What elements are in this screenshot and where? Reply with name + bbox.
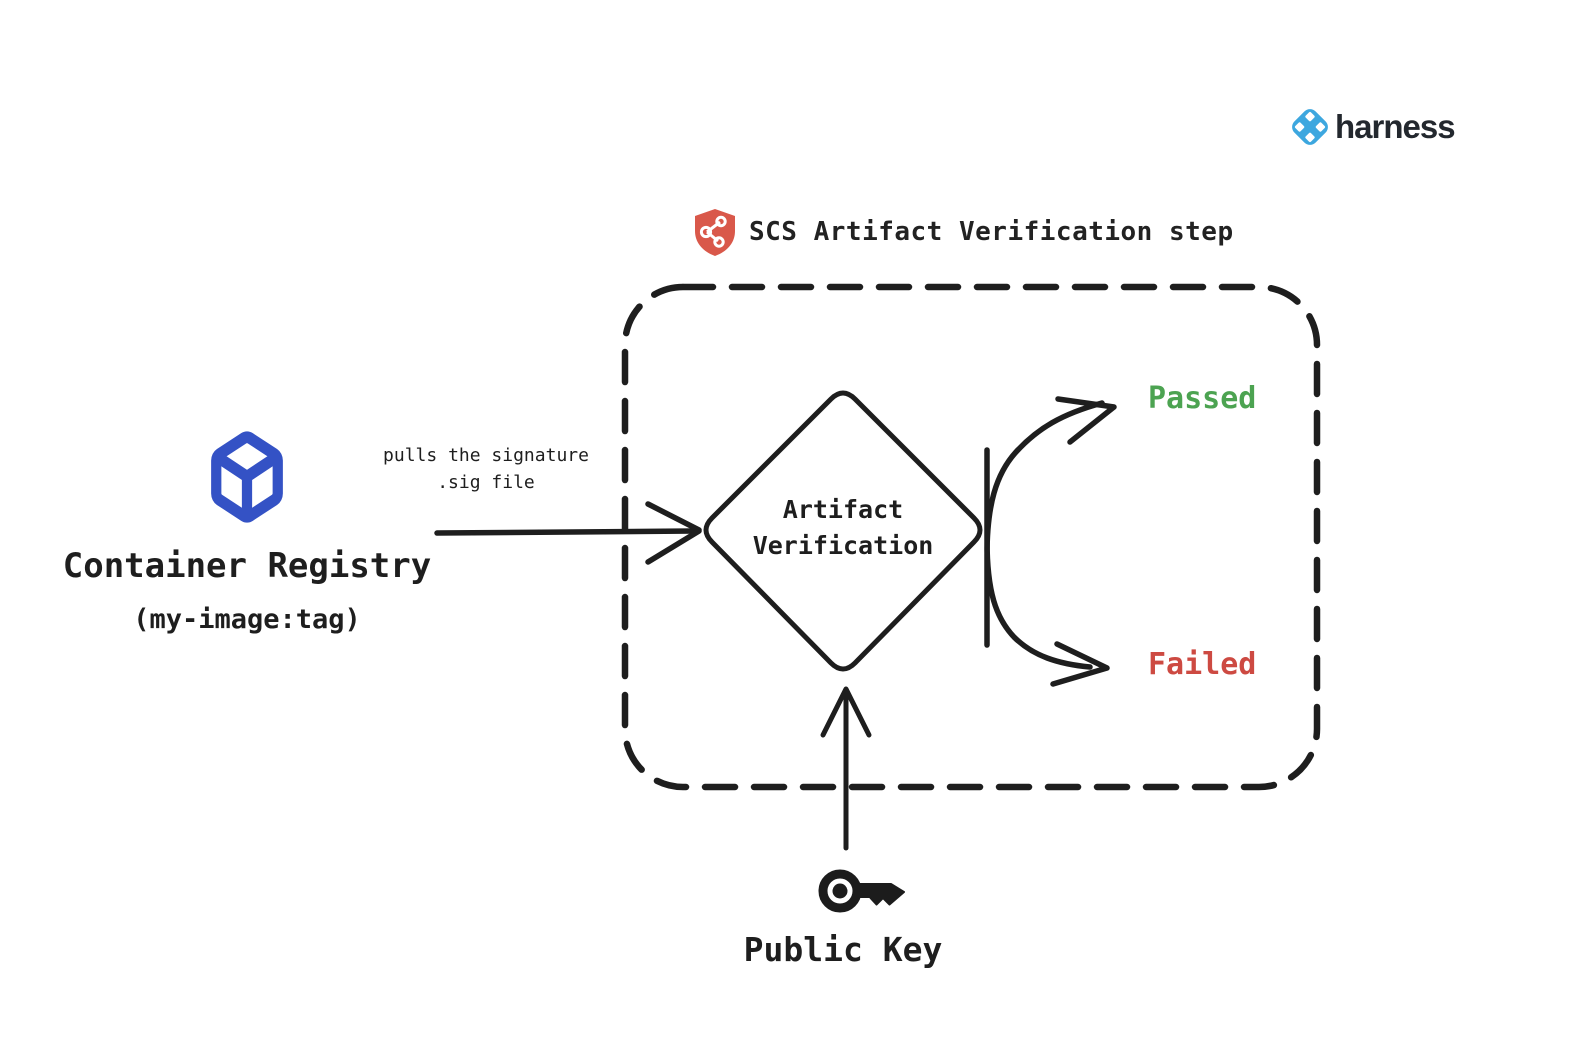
public-key-label: Public Key: [743, 930, 943, 969]
brand-logo: harness: [1289, 104, 1549, 150]
public-key-arrow: [820, 686, 872, 851]
dashed-step-boundary: [621, 283, 1321, 791]
failed-arrow: [984, 447, 1110, 687]
container-cube-icon: [206, 430, 288, 524]
harness-logo-icon: [1289, 106, 1331, 148]
pull-edge-label: pulls the signature .sig file: [366, 442, 606, 496]
registry-title: Container Registry: [62, 546, 432, 586]
outcome-failed-label: Failed: [1148, 647, 1257, 682]
key-icon: [814, 858, 906, 916]
pull-edge-label-line1: pulls the signature: [383, 445, 589, 466]
passed-arrow: [984, 396, 1117, 648]
outcome-passed-label: Passed: [1148, 381, 1257, 416]
registry-image-tag: (my-image:tag): [133, 604, 361, 635]
decision-label: Artifact Verification: [733, 492, 953, 564]
step-title: SCS Artifact Verification step: [692, 206, 1234, 258]
step-title-label: SCS Artifact Verification step: [749, 217, 1234, 247]
pull-arrow: [434, 501, 702, 565]
decision-label-line2: Verification: [752, 531, 934, 560]
decision-diamond: [703, 390, 983, 672]
brand-wordmark: harness: [1335, 108, 1456, 145]
shield-network-icon: [692, 207, 738, 257]
decision-label-line1: Artifact: [782, 495, 904, 524]
pull-edge-label-line2: .sig file: [437, 472, 535, 493]
